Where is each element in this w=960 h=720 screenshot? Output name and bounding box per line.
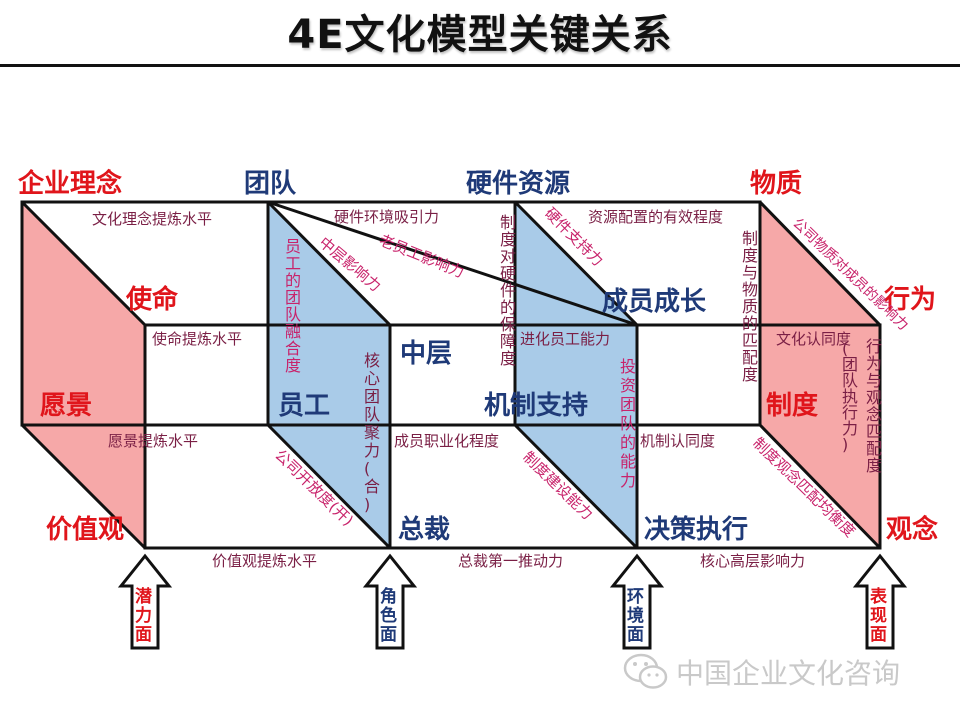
label-material: 物质 [750, 169, 802, 199]
edge-mission-refine: 使命提炼水平 [152, 330, 242, 348]
edge-culture-identity: 文化认同度 [776, 330, 851, 348]
edge-vision-refine: 愿景提炼水平 [108, 432, 198, 450]
vlabel-staff-cohesion: 员工的团队融合度 [285, 237, 301, 375]
label-team: 团队 [244, 169, 297, 199]
arrow-label-role: 角色面 [380, 586, 397, 645]
label-system: 制度 [766, 390, 818, 421]
edge-mechanism-identity: 机制认同度 [640, 432, 715, 450]
edge-culture-philosophy: 文化理念提炼水平 [92, 210, 212, 228]
edge-professionalism: 成员职业化程度 [394, 432, 499, 450]
left-face-pink [22, 202, 145, 548]
edge-hardware-attraction: 硬件环境吸引力 [334, 208, 439, 226]
vlabel-team-exec: (团队执行力) [842, 339, 858, 454]
vlabel-core-team: 核心团队聚力(合) [364, 351, 380, 514]
edge-core-influence: 核心高层影响力 [700, 552, 805, 570]
diag-veteran-influence: 老员工影响力 [377, 231, 467, 281]
label-behavior: 行为 [883, 284, 936, 315]
mechanism-face-blue [515, 202, 637, 548]
arrow-group: 潜力面 角色面 环境面 表现面 [117, 553, 908, 650]
label-mechanism: 机制支持 [484, 391, 588, 421]
right-face-pink [760, 202, 880, 548]
label-member-growth: 成员成长 [602, 287, 707, 317]
edge-evolve-staff: 进化员工能力 [520, 330, 610, 348]
arrow-environment: 环境面 [609, 553, 665, 650]
vlabel-system-material: 制度与物质的匹配度 [742, 229, 758, 384]
arrow-label-environment: 环境面 [627, 587, 644, 645]
vlabel-system-guarantee: 制度对硬件的保障度 [500, 213, 516, 368]
vlabel-behavior-match: 行为与观念匹配度 [866, 337, 882, 475]
arrow-label-performance: 表现面 [870, 586, 888, 645]
arrow-potential: 潜力面 [117, 553, 173, 650]
arrow-performance: 表现面 [852, 553, 908, 650]
label-decision: 决策执行 [644, 514, 748, 545]
label-concept: 观念 [886, 514, 938, 545]
arrow-role: 角色面 [362, 553, 418, 650]
label-vision: 愿景 [40, 391, 92, 421]
vlabel-invest-team: 投资团队的能力 [620, 357, 636, 490]
label-president: 总裁 [398, 515, 450, 545]
page-title: 4E文化模型关键关系 [287, 12, 673, 58]
label-values: 价值观 [46, 515, 124, 545]
label-mission: 使命 [125, 284, 179, 315]
label-staff: 员工 [278, 391, 330, 421]
watermark-text: 中国企业文化咨询 [676, 657, 901, 690]
edge-president-drive: 总裁第一推动力 [458, 552, 563, 570]
title-divider [0, 64, 960, 67]
edge-values-refine: 价值观提炼水平 [212, 552, 317, 570]
wechat-icon [623, 653, 668, 689]
watermark: 中国企业文化咨询 [622, 652, 952, 692]
label-corp-philosophy: 企业理念 [18, 168, 122, 199]
label-middle-mgmt: 中层 [400, 339, 452, 369]
arrow-label-potential: 潜力面 [135, 586, 153, 645]
cube-frame [20, 200, 882, 550]
label-hardware: 硬件资源 [466, 169, 570, 199]
team-face-blue [268, 202, 390, 548]
edge-resource-efficiency: 资源配置的有效程度 [588, 208, 723, 226]
